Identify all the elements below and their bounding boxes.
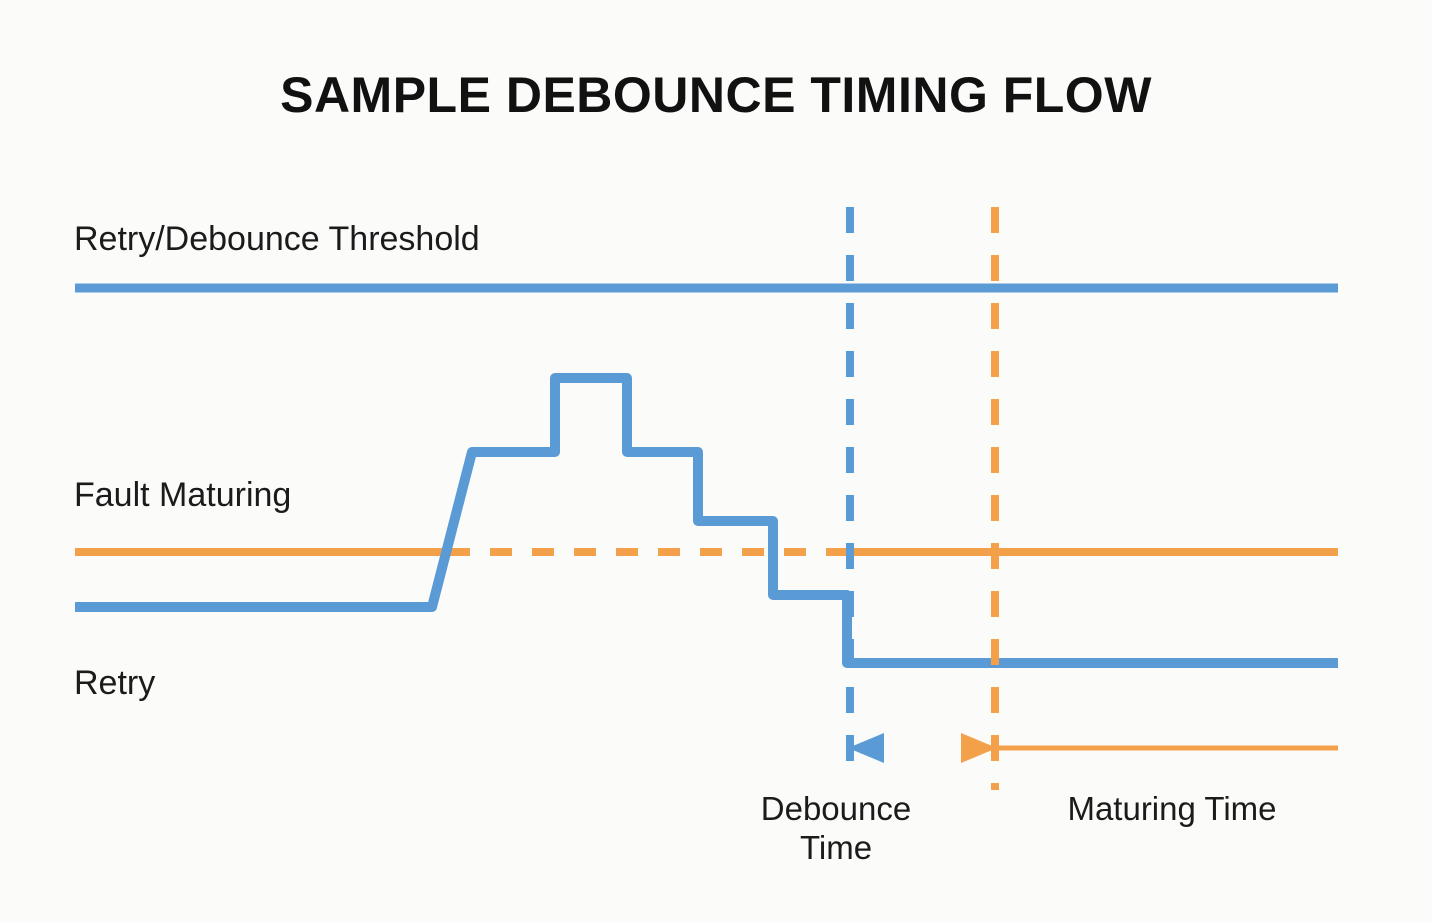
signal-waveform	[75, 373, 1338, 668]
label-retry-debounce-threshold: Retry/Debounce Threshold	[74, 220, 480, 258]
label-maturing-time: Maturing Time	[1067, 790, 1277, 827]
page-title: SAMPLE DEBOUNCE TIMING FLOW	[280, 67, 1152, 123]
label-retry: Retry	[74, 664, 156, 702]
debounce-span-arrowhead-right	[961, 733, 997, 763]
label-debounce-time: Debounce Time	[760, 790, 912, 866]
debounce-span-arrowhead-left	[848, 733, 884, 763]
label-fault-maturing: Fault Maturing	[74, 476, 292, 514]
